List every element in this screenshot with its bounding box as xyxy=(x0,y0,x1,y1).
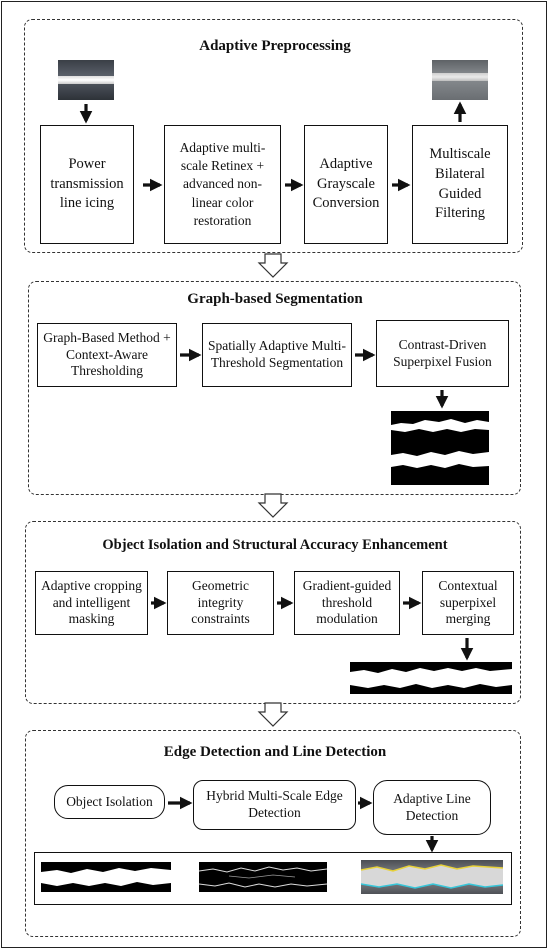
section-title: Graph-based Segmentation xyxy=(187,291,363,307)
step-multiscale-bilateral-guided-filtering: Multiscale Bilateral Guided Filtering xyxy=(412,125,508,244)
filtered-image-thumbnail xyxy=(432,60,488,100)
step-contextual-superpixel-merging: Contextual superpixel merging xyxy=(422,571,514,635)
step-geometric-integrity-constraints: Geometric integrity constraints xyxy=(167,571,274,635)
step-adaptive-grayscale-conversion: Adaptive Grayscale Conversion xyxy=(304,125,388,244)
step-power-transmission-line-icing: Power transmission line icing xyxy=(40,125,134,244)
section-adaptive-preprocessing xyxy=(24,19,523,253)
step-gradient-guided-threshold-modulation: Gradient-guided threshold modulation xyxy=(294,571,400,635)
segmentation-mask-thumbnail xyxy=(391,411,489,485)
section-title: Edge Detection and Line Detection xyxy=(163,744,387,760)
section-title: Adaptive Preprocessing xyxy=(199,38,351,54)
step-spatially-adaptive-multi-threshold: Spatially Adaptive Multi-Threshold Segme… xyxy=(202,323,352,387)
section-edge-and-line-detection xyxy=(25,730,521,937)
step-hybrid-multi-scale-edge-detection: Hybrid Multi-Scale Edge Detection xyxy=(193,780,356,830)
edge-detection-result-thumbnail xyxy=(199,862,327,892)
step-object-isolation: Object Isolation xyxy=(54,785,165,819)
step-adaptive-line-detection: Adaptive Line Detection xyxy=(373,780,491,835)
isolation-result-thumbnail xyxy=(41,862,171,892)
step-contrast-driven-superpixel-fusion: Contrast-Driven Superpixel Fusion xyxy=(376,320,509,387)
input-image-thumbnail xyxy=(58,60,114,100)
isolated-object-mask-thumbnail xyxy=(350,662,512,694)
step-adaptive-cropping-masking: Adaptive cropping and intelligent maskin… xyxy=(35,571,148,635)
step-graph-based-method-thresholding: Graph-Based Method + Context-Aware Thres… xyxy=(37,323,177,387)
step-adaptive-retinex-color-restoration: Adaptive multi-scale Retinex + advanced … xyxy=(164,125,281,244)
line-detection-result-thumbnail xyxy=(361,860,503,894)
section-title: Object Isolation and Structural Accuracy… xyxy=(102,537,448,553)
